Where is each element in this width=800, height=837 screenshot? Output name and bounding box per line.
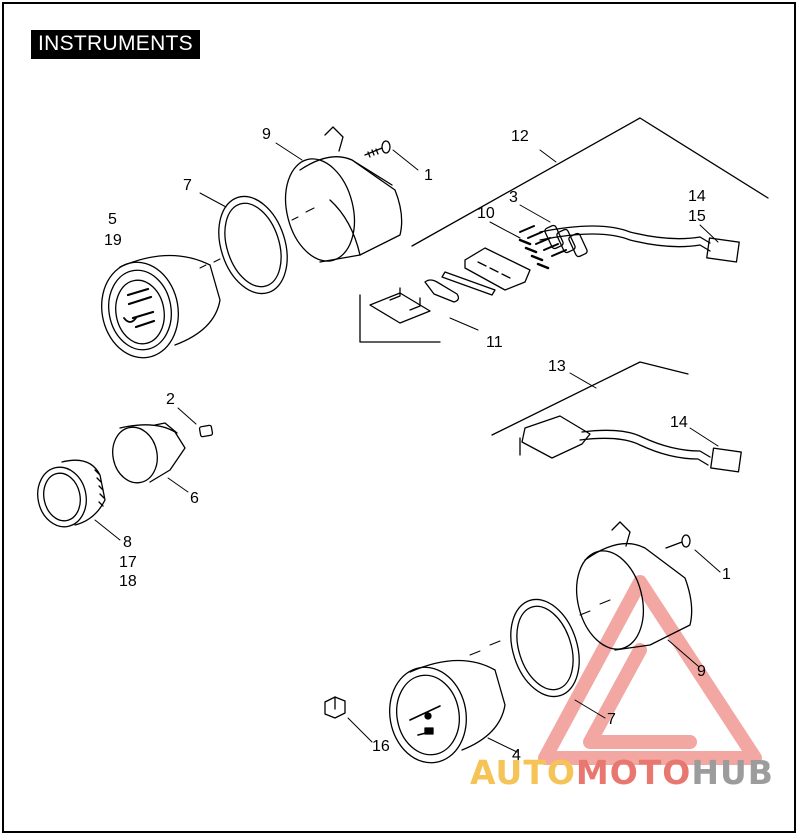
- connector-parts-11: [369, 271, 496, 324]
- callout-19: 19: [104, 232, 122, 249]
- watermark-part-hub: HUB: [691, 753, 774, 792]
- callout-8: 8: [123, 534, 132, 551]
- watermark-part-auto: AUTO: [470, 753, 576, 792]
- screw-1-bottom: [665, 534, 691, 549]
- gauge-8-17-18: [37, 459, 106, 528]
- callout-4: 4: [512, 747, 521, 764]
- centerline-bottom: [469, 599, 611, 656]
- callout-16: 16: [372, 738, 390, 755]
- housing-9: [284, 126, 403, 263]
- callout-12: 12: [511, 128, 529, 145]
- gauge-4: [389, 659, 506, 764]
- trim-ring-7: [218, 195, 288, 295]
- kit-13-bracket: [491, 361, 689, 436]
- callout-6: 6: [190, 490, 199, 507]
- callout-14-lower: 14: [670, 414, 688, 431]
- leader-lines: [94, 142, 721, 753]
- nut-2: [198, 424, 214, 438]
- callout-14: 14: [688, 188, 706, 205]
- callout-2: 2: [166, 391, 175, 408]
- callout-13: 13: [548, 358, 566, 375]
- centerline: [199, 207, 315, 269]
- page-title: INSTRUMENTS: [31, 30, 200, 59]
- callout-18: 18: [119, 573, 137, 590]
- callout-5: 5: [108, 211, 117, 228]
- harness-14-15: [519, 224, 740, 263]
- watermark-logo-icon: [538, 575, 762, 765]
- trim-ring-7-bottom: [510, 598, 580, 698]
- harness-13-14: [521, 415, 742, 473]
- bulb-16: [324, 696, 346, 719]
- callout-3: 3: [509, 189, 518, 206]
- callout-15: 15: [688, 208, 706, 225]
- watermark-part-moto: MOTO: [575, 753, 692, 792]
- callout-7: 7: [183, 177, 192, 194]
- housing-9-bottom: [576, 521, 693, 651]
- watermark-text: AUTOMOTOHUB: [470, 753, 774, 792]
- callout-9: 9: [262, 126, 271, 143]
- callout-1: 1: [424, 167, 433, 184]
- callout-7-lower: 7: [607, 711, 616, 728]
- screw-1-top: [364, 140, 391, 158]
- kit-12-bracket: [411, 117, 769, 247]
- callout-9-lower: 9: [697, 663, 706, 680]
- bracket-6: [112, 422, 186, 484]
- callout-10: 10: [477, 205, 495, 222]
- callout-11: 11: [486, 334, 503, 351]
- callout-17: 17: [119, 554, 137, 571]
- connector-housing: [464, 247, 531, 291]
- callout-1-lower: 1: [722, 566, 731, 583]
- terminals-10: [518, 238, 550, 270]
- kit-12-lower-bracket: [359, 294, 441, 343]
- gauge-5-19: [101, 254, 221, 359]
